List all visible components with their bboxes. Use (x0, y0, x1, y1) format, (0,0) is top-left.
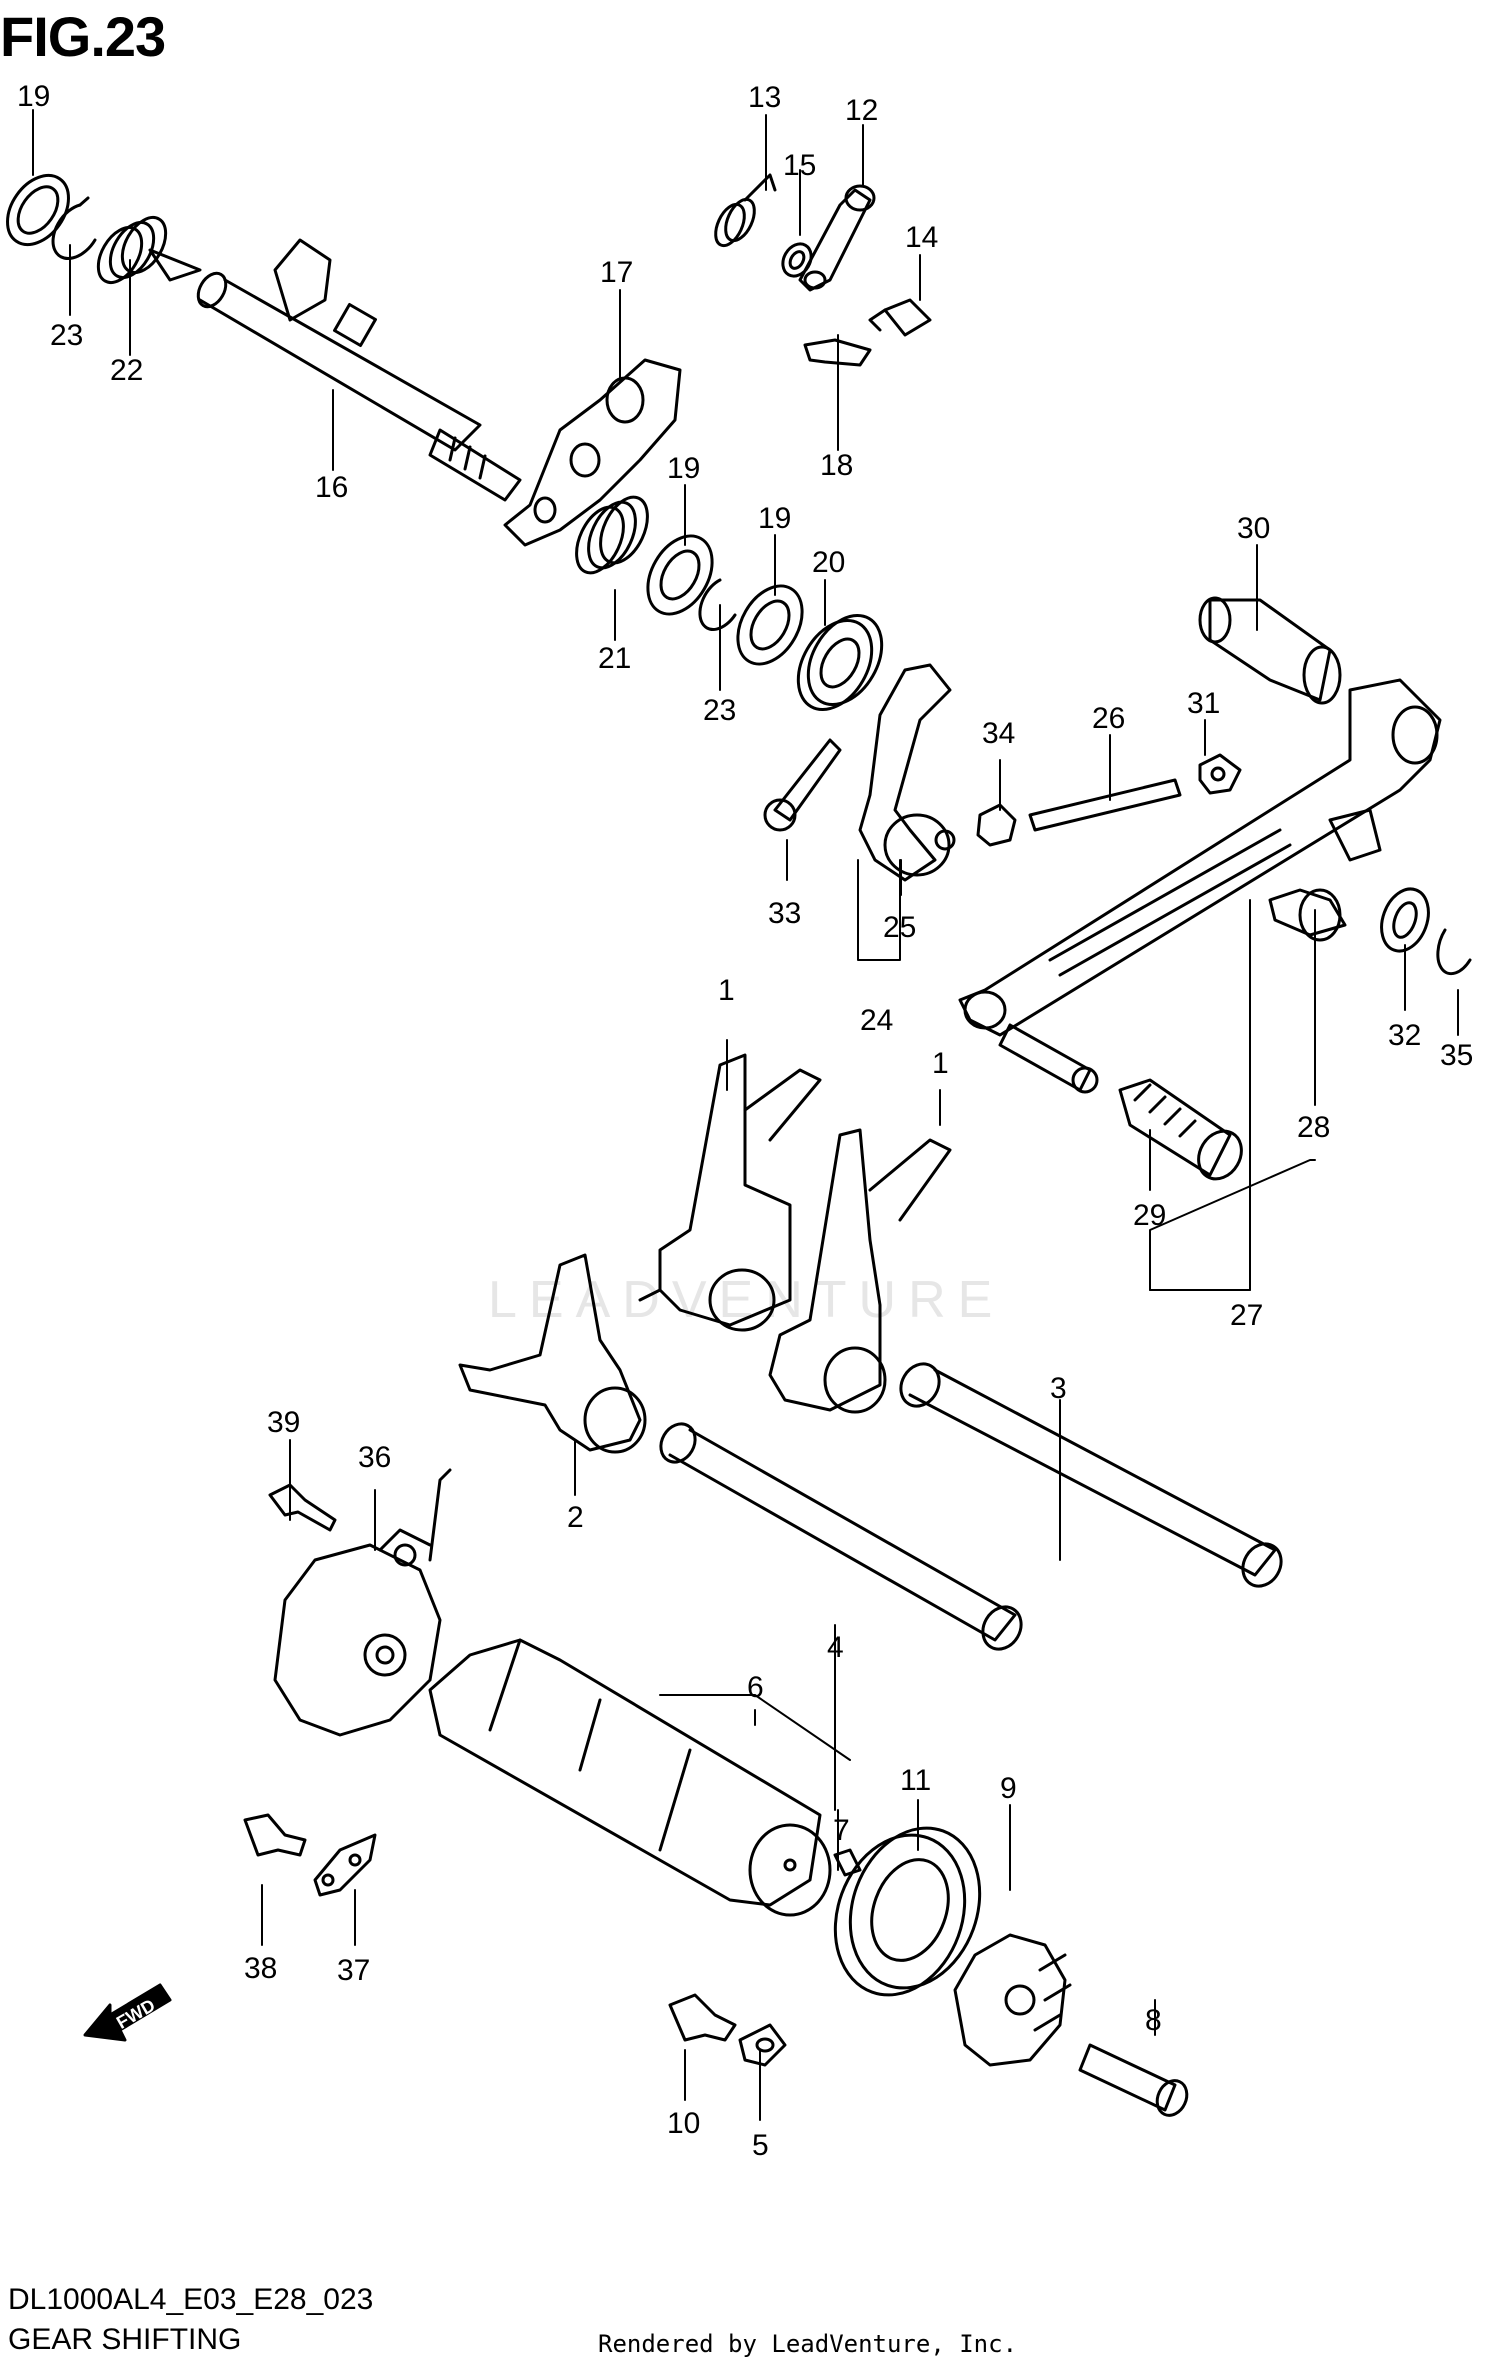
stopper-arm-12 (798, 184, 876, 292)
callout-24: 24 (860, 1004, 893, 1037)
render-credit: Rendered by LeadVenture, Inc. (598, 2330, 1018, 2358)
callout-21: 21 (598, 642, 631, 675)
callout-7: 7 (833, 1814, 850, 1847)
shift-fork-1a (638, 1053, 822, 1332)
callout-16: 16 (315, 471, 348, 504)
callout-28: 28 (1297, 1111, 1330, 1144)
callout-11: 11 (900, 1764, 931, 1797)
bolt-39 (268, 1483, 337, 1532)
shift-pedal-27 (958, 678, 1442, 1094)
oil-seal-20 (796, 613, 884, 712)
callout-33: 33 (768, 897, 801, 930)
callout-27: 27 (1230, 1299, 1263, 1332)
bolt-14 (868, 298, 932, 337)
forward-direction-arrow (83, 1983, 172, 2042)
callout-25: 25 (883, 911, 916, 944)
callout-29: 29 (1133, 1199, 1166, 1232)
pivot-bushing-28 (1268, 888, 1347, 942)
washer-5 (738, 2023, 787, 2067)
spring-13 (714, 173, 777, 248)
callout-8: 8 (1145, 2004, 1162, 2037)
bearing-11 (833, 1826, 982, 1997)
callout-32: 32 (1388, 1019, 1421, 1052)
callout-23b: 23 (703, 694, 736, 727)
callout-15: 15 (783, 149, 816, 182)
callout-labels: 19 23 22 16 17 13 15 12 14 18 19 19 20 2… (17, 80, 1473, 2162)
gearshift-shaft-16 (196, 238, 522, 502)
callout-26: 26 (1092, 702, 1125, 735)
callout-19b: 19 (667, 452, 700, 485)
shift-fork-2 (458, 1253, 647, 1454)
callout-22: 22 (110, 354, 143, 387)
bolt-10 (668, 1993, 737, 2042)
bolt-38 (243, 1813, 307, 1857)
spring-21 (575, 495, 649, 575)
gearshift-cam-6 (428, 1638, 832, 1917)
shift-pedal-rubber-29 (1118, 1078, 1243, 1181)
callout-4: 4 (827, 1631, 844, 1664)
pin-7 (833, 1848, 862, 1877)
callout-6: 6 (747, 1671, 764, 1704)
pivot-bolt-30 (1198, 596, 1342, 705)
callout-10: 10 (667, 2107, 700, 2140)
callout-17: 17 (600, 256, 633, 289)
leader-lines (32, 109, 1459, 2121)
washer-32 (1380, 887, 1430, 953)
callout-12: 12 (845, 94, 878, 127)
callout-3: 3 (1050, 1372, 1067, 1405)
callout-9: 9 (1000, 1772, 1017, 1805)
snap-ring-23b (698, 578, 737, 631)
return-spring-22 (96, 216, 202, 284)
callout-1a: 1 (718, 974, 735, 1007)
callout-14: 14 (905, 221, 938, 254)
callout-37: 37 (337, 1954, 370, 1987)
callout-2: 2 (567, 1501, 584, 1534)
gearshift-lever-25 (858, 663, 956, 882)
bolt-18 (803, 338, 872, 367)
shift-arm-plate-17 (503, 358, 682, 547)
nut-31 (1198, 753, 1242, 795)
snap-ring-23 (51, 196, 97, 260)
washer-19b (646, 534, 714, 616)
circlip-ring-19 (6, 173, 70, 247)
callout-20: 20 (812, 546, 845, 579)
callout-34: 34 (982, 717, 1015, 750)
callout-38: 38 (244, 1952, 277, 1985)
callout-5: 5 (752, 2129, 769, 2162)
snap-ring-35 (1436, 928, 1472, 976)
callout-23: 23 (50, 319, 83, 352)
callout-35: 35 (1440, 1039, 1473, 1072)
bolt-33 (763, 738, 842, 832)
callout-36: 36 (358, 1441, 391, 1474)
pin-8 (1078, 2043, 1189, 2117)
washer-19c (736, 584, 804, 666)
shift-fork-1b (768, 1128, 952, 1414)
fork-shaft-4 (659, 1422, 1023, 1651)
nut-34 (976, 803, 1017, 847)
callout-19: 19 (17, 80, 50, 113)
figure-title: FIG.23 (0, 5, 166, 68)
callout-39: 39 (267, 1406, 300, 1439)
lock-plate-37 (313, 1833, 377, 1897)
gearshift-stopper-9 (953, 1933, 1072, 2067)
fork-shaft-3 (899, 1362, 1283, 1588)
model-code: DL1000AL4_E03_E28_023 (8, 2283, 374, 2316)
gear-position-sensor-36 (273, 1468, 452, 1737)
callout-13: 13 (748, 81, 781, 114)
callout-19c: 19 (758, 502, 791, 535)
callout-18: 18 (820, 449, 853, 482)
callout-31: 31 (1187, 687, 1220, 720)
callout-30: 30 (1237, 512, 1270, 545)
callout-1b: 1 (932, 1047, 949, 1080)
tie-rod-26 (1028, 778, 1182, 832)
section-name: GEAR SHIFTING (8, 2323, 242, 2356)
